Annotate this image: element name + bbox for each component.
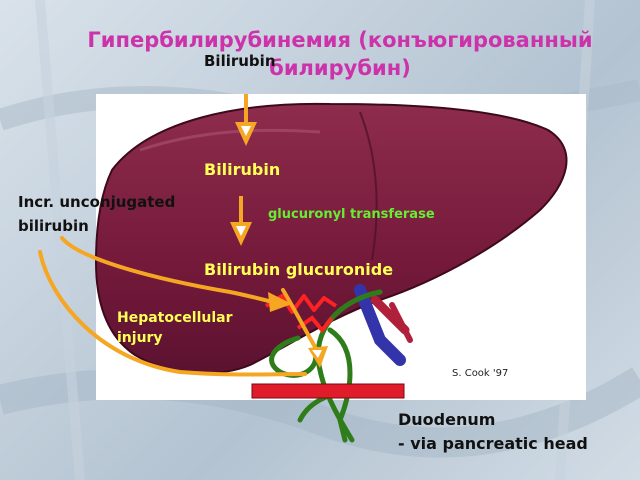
arrow-head-unconjugated	[268, 292, 292, 312]
label-hepatocellular-injury: Hepatocellular injury	[117, 310, 233, 346]
arrow-to-duodenum	[281, 288, 320, 354]
label-bilirubin-liver: Bilirubin	[204, 160, 281, 179]
arrow-injury-flow	[38, 250, 307, 377]
arrow-conjugation	[230, 196, 252, 246]
arrow-bilirubin-in	[235, 94, 257, 146]
page-title: Гипербилирубинемия (конъюгированный били…	[87, 28, 593, 80]
injury-zigzag	[264, 294, 338, 314]
label-enzyme: glucuronyl transferase	[268, 207, 435, 222]
arrow-unconjugated-flow	[60, 236, 282, 306]
label-bilirubin-glucuronide: Bilirubin glucuronide	[204, 260, 394, 279]
liver-shape	[94, 102, 568, 375]
label-duodenum: Duodenum - via pancreatic head	[398, 410, 588, 453]
duodenum-bar	[251, 383, 405, 399]
label-unconjugated: Incr. unconjugated bilirubin	[18, 193, 176, 235]
illustration-credit: S. Cook '97	[452, 368, 509, 379]
hepatic-vein	[354, 284, 406, 366]
label-bilirubin-top: Bilirubin	[204, 52, 276, 70]
